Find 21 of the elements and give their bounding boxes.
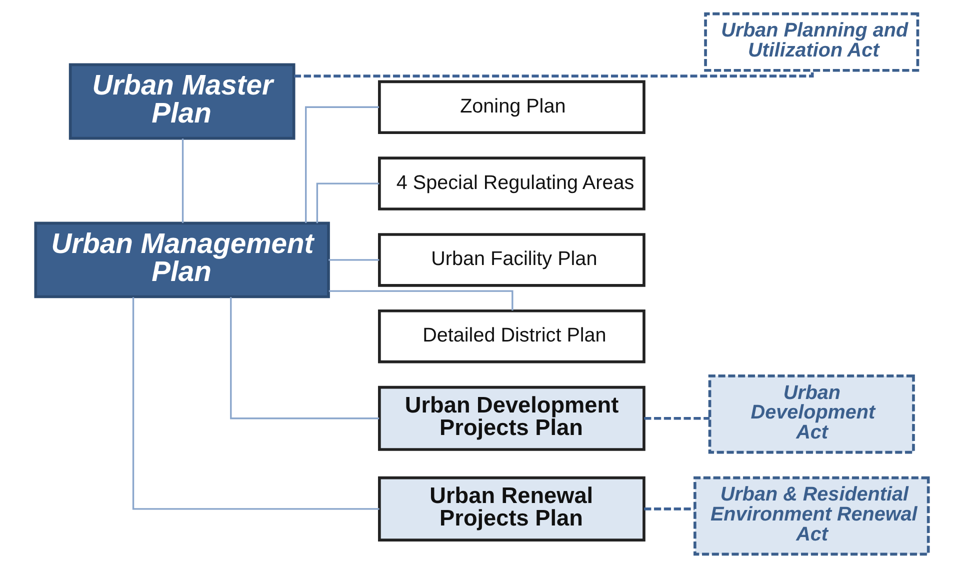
node-box: Urban Master Plan xyxy=(68,63,296,140)
connector xyxy=(316,182,380,224)
connector xyxy=(328,290,514,311)
node-box: Detailed District Plan xyxy=(378,309,646,364)
node-box: Urban & Residential Environment Renewal Act xyxy=(694,476,930,556)
connector xyxy=(305,106,380,223)
node-box: Urban Facility Plan xyxy=(378,233,646,287)
connector xyxy=(182,138,184,224)
node-box: Urban Renewal Projects Plan xyxy=(378,476,646,542)
node-box: Urban Management Plan xyxy=(34,222,330,298)
node-box: Urban Planning and Utilization Act xyxy=(704,12,920,72)
connector xyxy=(644,416,710,420)
connector xyxy=(644,508,695,510)
connector xyxy=(230,297,380,420)
node-box: Urban Development Projects Plan xyxy=(378,386,646,451)
connector xyxy=(294,70,814,78)
connector xyxy=(132,297,380,510)
node-box: Urban Development Act xyxy=(708,374,915,454)
node-box: 4 Special Regulating Areas xyxy=(378,156,646,210)
node-box: Zoning Plan xyxy=(378,80,646,134)
connector xyxy=(328,259,380,261)
